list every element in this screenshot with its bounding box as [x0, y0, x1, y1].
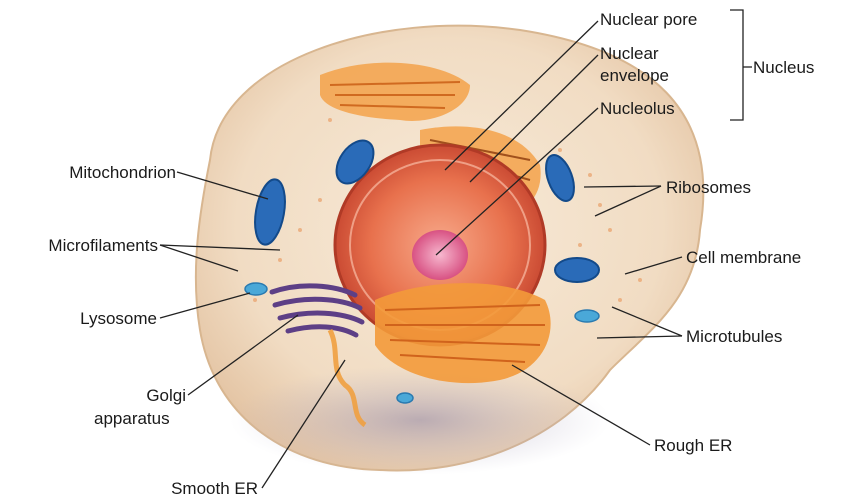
label-nucleus: Nucleus — [753, 57, 814, 78]
label-golgi-line1: Golgi — [146, 385, 186, 406]
label-microfilaments: Microfilaments — [48, 235, 158, 256]
label-lysosome: Lysosome — [80, 308, 157, 329]
label-mitochondrion: Mitochondrion — [69, 162, 176, 183]
label-rough-er: Rough ER — [654, 435, 732, 456]
label-cell-membrane: Cell membrane — [686, 247, 801, 268]
label-microtubules: Microtubules — [686, 326, 782, 347]
label-nuclear-pore: Nuclear pore — [600, 9, 697, 30]
label-golgi-line2: apparatus — [94, 408, 170, 429]
nucleolus — [412, 230, 468, 280]
cell-base-shadow — [230, 365, 610, 475]
label-ribosomes: Ribosomes — [666, 177, 751, 198]
label-nucleolus: Nucleolus — [600, 98, 675, 119]
label-nuclear-envelope-line2: envelope — [600, 65, 669, 86]
label-nuclear-envelope-line1: Nuclear — [600, 43, 659, 64]
label-smooth-er: Smooth ER — [171, 478, 258, 499]
